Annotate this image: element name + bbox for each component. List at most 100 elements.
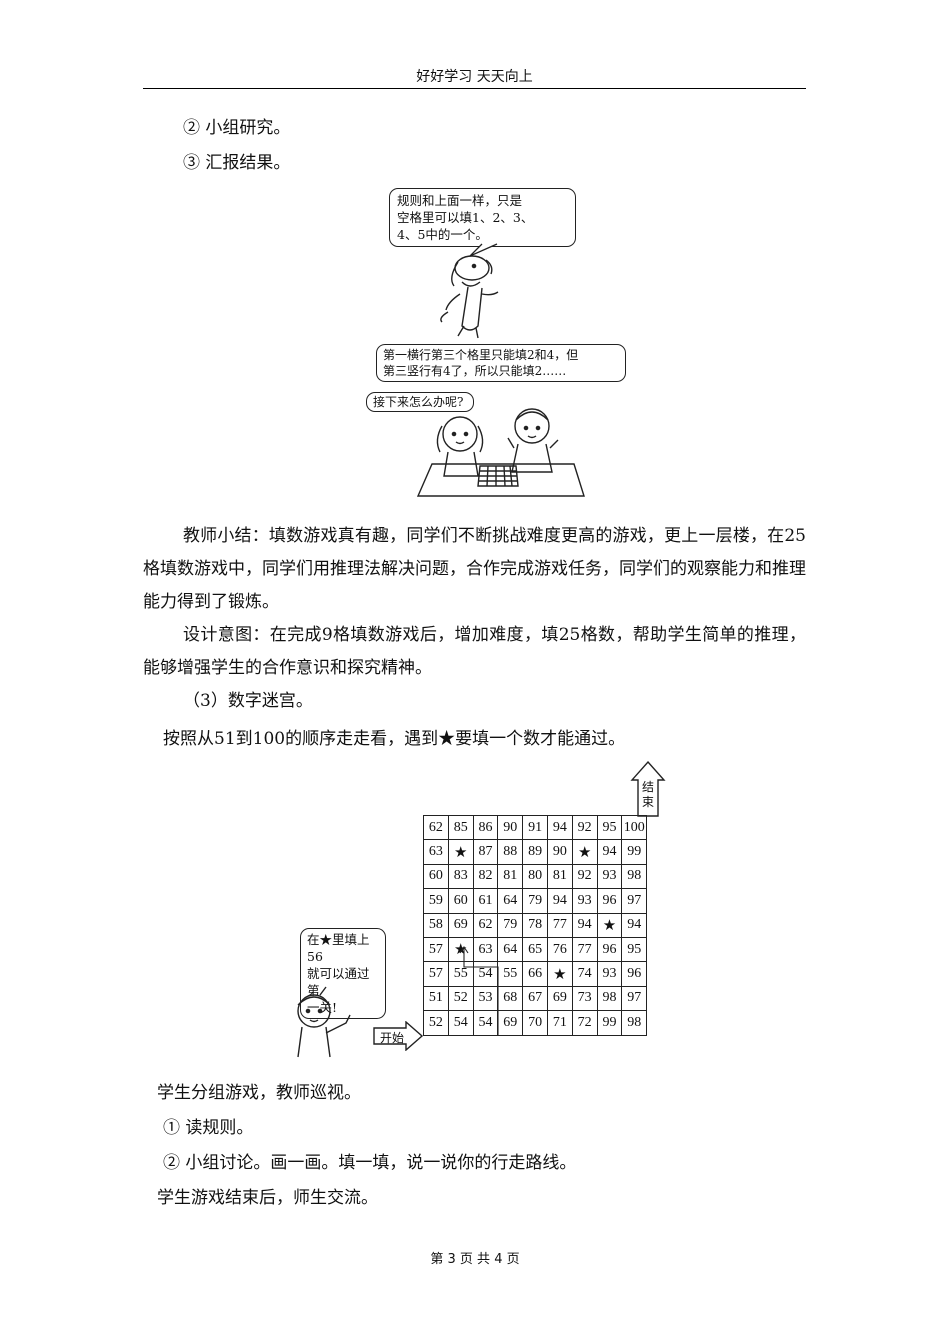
maze-cell: 79 (497, 912, 524, 938)
maze-cell: 76 (546, 936, 573, 963)
maze-cell: 81 (546, 863, 573, 890)
boy-bubble-line: 第一横行第三个格里只能填2和4，但 (383, 348, 579, 362)
maze-cell: 57 (423, 936, 449, 963)
girl-speech-bubble: 接下来怎么办呢? (366, 392, 474, 412)
maze-star-cell: ★ (596, 912, 623, 938)
maze-cell: 61 (472, 888, 499, 914)
maze-star-cell: ★ (571, 839, 598, 865)
children-at-table (416, 408, 585, 497)
dog-bubble-line: 4、5中的一个。 (397, 227, 488, 242)
end-label-char: 结 (642, 780, 655, 794)
maze-cell: 78 (522, 912, 548, 938)
maze-cell: 95 (596, 814, 623, 841)
maze-cell: 89 (522, 839, 548, 865)
maze-star-cell: ★ (447, 839, 474, 865)
kid-bubble-line: 在★里填上56 (307, 932, 370, 964)
dog-bubble-line: 规则和上面一样，只是 (397, 193, 523, 208)
end-arrow-icon (630, 760, 666, 817)
maze-cell: 68 (497, 985, 524, 1012)
boy-bubble-line: 第三竖行有4了，所以只能填2…… (383, 364, 567, 378)
maze-cell: 94 (621, 912, 648, 938)
end-label-char: 束 (642, 795, 655, 809)
maze-cell: 99 (621, 839, 648, 865)
start-arrow-icon (373, 1021, 424, 1051)
maze-cell: 60 (423, 863, 449, 890)
maze-cell: 85 (447, 814, 474, 841)
page-footer: 第 3 页 共 4 页 (430, 1252, 520, 1267)
maze-cell: 69 (447, 912, 474, 938)
maze-cell: 98 (621, 863, 648, 890)
maze-cell: 64 (497, 936, 524, 963)
cartoon-figures (440, 243, 499, 339)
maze-cell: 83 (447, 863, 474, 890)
start-label: 开始 (380, 1031, 405, 1045)
kid-figure (297, 986, 351, 1058)
read-rules-text: ① 读规则。 (163, 1118, 254, 1138)
maze-cell: 88 (497, 839, 524, 865)
group-game-text: 学生分组游戏，教师巡视。 (157, 1083, 361, 1103)
maze-cell: 86 (472, 814, 499, 841)
maze-cell: 74 (571, 961, 598, 987)
maze-cell: 95 (621, 936, 648, 963)
dog-speech-bubble: 规则和上面一样，只是 空格里可以填1、2、3、 4、5中的一个。 (389, 188, 576, 247)
maze-cell: 98 (621, 1010, 648, 1036)
maze-cell: 82 (472, 863, 499, 890)
maze-cell: 59 (423, 888, 449, 914)
kid-speech-bubble: 在★里填上56 就可以通过第 一关! (300, 928, 386, 1019)
page-header: 好好学习 天天向上 (143, 66, 806, 89)
maze-cell: 52 (447, 985, 474, 1012)
maze-cell: 98 (596, 985, 623, 1012)
maze-cell: 94 (546, 888, 573, 914)
teacher-summary: 教师小结：填数游戏真有趣，同学们不断挑战难度更高的游戏，更上一层楼，在25格填数… (143, 526, 806, 612)
maze-cell: 69 (497, 1010, 524, 1036)
boy-speech-bubble: 第一横行第三个格里只能填2和4，但 第三竖行有4了，所以只能填2…… (376, 344, 626, 382)
maze-cell: 91 (522, 814, 548, 841)
maze-cell: 62 (423, 814, 449, 841)
maze-cell: 62 (472, 912, 499, 938)
maze-cell: 96 (596, 936, 623, 963)
design-intent: 设计意图：在完成9格填数游戏后，增加难度，填25格数，帮助学生简单的推理，能够增… (143, 625, 806, 678)
maze-cell: 77 (571, 936, 598, 963)
maze-cell: 94 (546, 814, 573, 841)
maze-cell: 60 (447, 888, 474, 914)
dog-bubble-line: 空格里可以填1、2、3、 (397, 210, 534, 225)
maze-cell: 58 (423, 912, 449, 938)
path-arrows (459, 946, 499, 1035)
maze-cell: 72 (571, 1010, 598, 1036)
maze-cell: 94 (596, 839, 623, 865)
reasoning-illustration: 规则和上面一样，只是 空格里可以填1、2、3、 4、5中的一个。 第一横行第三个… (362, 186, 626, 506)
maze-cell: 100 (621, 814, 648, 841)
maze-cell: 81 (497, 863, 524, 890)
maze-cell: 63 (423, 839, 449, 865)
maze-cell: 97 (621, 888, 648, 914)
maze-cell: 99 (596, 1010, 623, 1036)
maze-cell: 70 (522, 1010, 548, 1036)
maze-cell: 93 (596, 863, 623, 890)
maze-cell: 52 (423, 1010, 449, 1036)
section-3-title: （3）数字迷宫。 (183, 691, 313, 711)
step-3-text: ③ 汇报结果。 (183, 153, 291, 173)
maze-cell: 79 (522, 888, 548, 914)
maze-cell: 69 (546, 985, 573, 1012)
step-2-text: ② 小组研究。 (183, 118, 291, 138)
maze-cell: 64 (497, 888, 524, 914)
end-label: 结 束 (642, 780, 654, 810)
maze-cell: 77 (546, 912, 573, 938)
maze-cell: 93 (571, 888, 598, 914)
maze-cell: 80 (522, 863, 548, 890)
maze-cell: 96 (596, 888, 623, 914)
maze-cell: 94 (571, 912, 598, 938)
maze-cell: 97 (621, 985, 648, 1012)
dog-figure (440, 255, 499, 339)
maze-cell: 67 (522, 985, 548, 1012)
maze-cell: 73 (571, 985, 598, 1012)
maze-cell: 90 (497, 814, 524, 841)
exchange-text: 学生游戏结束后，师生交流。 (157, 1188, 378, 1208)
maze-star-cell: ★ (546, 961, 573, 987)
discuss-text: ② 小组讨论。画一画。填一填，说一说你的行走路线。 (163, 1153, 577, 1173)
